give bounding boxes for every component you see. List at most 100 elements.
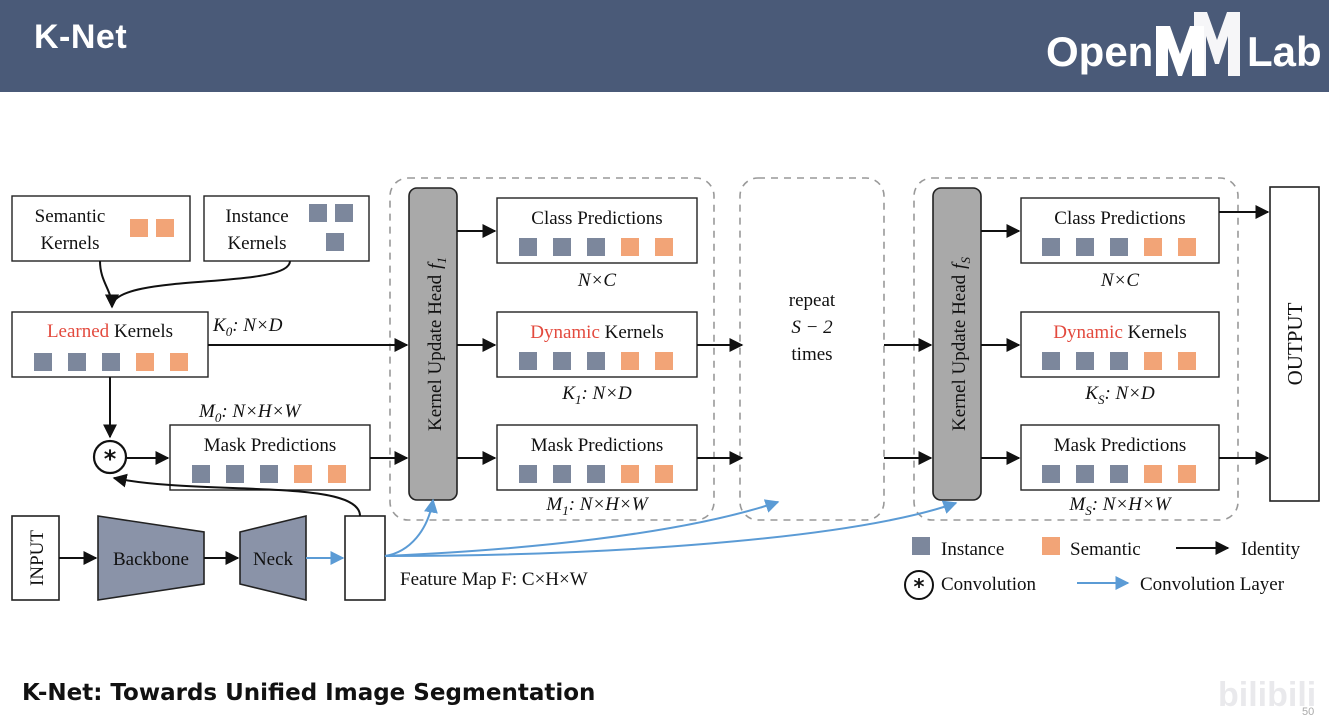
k0-label: K0: N×D — [212, 315, 283, 339]
instance-kernel-square — [1042, 238, 1060, 256]
repeat-label-3: times — [791, 344, 832, 365]
feature-to-repeat-conv-arrow — [384, 499, 780, 557]
feature-map-label: Feature Map F: C×H×W — [400, 569, 588, 590]
dynamic-kernels-box-1: Dynamic Kernels — [496, 311, 698, 378]
semantic-kernel-square — [655, 238, 673, 256]
semantic-kernel-square — [1144, 238, 1162, 256]
learned-kernel-squares — [34, 353, 188, 371]
class-predictions-label-1: Class Predictions — [531, 208, 662, 229]
legend-identity-label: Identity — [1241, 539, 1301, 560]
learned-kernels-label: Learned Kernels — [47, 321, 173, 342]
semantic-kernel-square — [655, 352, 673, 370]
semantic-kernel-square — [328, 465, 346, 483]
neck-label: Neck — [253, 549, 294, 570]
semantic-kernel-square — [621, 352, 639, 370]
feature-to-head1-conv-arrow — [384, 498, 438, 557]
bilibili-watermark: bilibili — [1218, 676, 1317, 714]
repeat-label-1: repeat — [789, 290, 836, 311]
ks-label: KS: N×D — [1084, 383, 1155, 407]
semantic-kernel-square — [130, 219, 148, 237]
semantic-kernel-square — [1178, 465, 1196, 483]
instance-kernel-square — [1076, 352, 1094, 370]
legend-instance-swatch — [912, 537, 930, 555]
dynamic-squares-1 — [519, 352, 673, 370]
semantic-kernel-square — [1178, 352, 1196, 370]
legend-convolution-label: Convolution — [941, 574, 1037, 595]
footer-paper-title: K-Net: Towards Unified Image Segmentatio… — [22, 680, 596, 706]
dynamic-kernels-box-s: Dynamic Kernels — [1020, 311, 1220, 378]
m1-label: M1: N×H×W — [545, 494, 649, 518]
dynamic-kernels-label-s: Dynamic Kernels — [1053, 322, 1187, 343]
mask-squares-s — [1042, 465, 1196, 483]
input-label: INPUT — [27, 530, 48, 586]
semantic-kernel-squares — [130, 219, 174, 237]
instance-kernel-square — [1076, 238, 1094, 256]
semantic-kernel-square — [1144, 465, 1162, 483]
output-box: OUTPUT — [1269, 186, 1320, 502]
instance-kernel-square — [1110, 352, 1128, 370]
neck-block: Neck — [239, 514, 307, 602]
class-predictions-label-s: Class Predictions — [1054, 208, 1185, 229]
ms-label: MS: N×H×W — [1068, 494, 1172, 518]
instance-kernel-square — [260, 465, 278, 483]
logo-mm-mark — [1156, 12, 1240, 76]
backbone-block: Backbone — [97, 515, 205, 601]
semantic-kernel-square — [294, 465, 312, 483]
logo-open-text: Open — [1046, 28, 1153, 75]
svg-text:Kernel Update Headf1: Kernel Update Headf1 — [425, 257, 449, 431]
dynamic-kernels-label-1: Dynamic Kernels — [530, 322, 664, 343]
instance-kernel-square — [519, 238, 537, 256]
header-bar: K-Net Open Lab — [0, 0, 1329, 92]
mask-predictions-label-s: Mask Predictions — [1054, 435, 1186, 456]
instance-kernel-square — [309, 204, 327, 222]
output-label: OUTPUT — [1283, 302, 1307, 385]
instance-kernel-square — [1042, 352, 1060, 370]
instance-kernel-square — [1042, 465, 1060, 483]
class-dims-label-s: N×C — [1100, 270, 1139, 291]
semantic-kernel-square — [621, 465, 639, 483]
update-stage-s-group — [913, 177, 1239, 521]
instance-kernel-squares-top — [309, 204, 353, 222]
feature-to-conv-arrow — [112, 473, 361, 517]
feature-map-box — [344, 515, 386, 601]
semantic-kernel-square — [156, 219, 174, 237]
knet-architecture-diagram: Semantic Kernels Instance Kernels Learne… — [11, 177, 1320, 602]
instance-kernel-square — [1076, 465, 1094, 483]
instance-kernel-square — [34, 353, 52, 371]
logo-lab-text: Lab — [1247, 28, 1322, 75]
semantic-kernels-label-2: Kernels — [40, 233, 99, 254]
instance-kernel-square — [587, 238, 605, 256]
instance-kernels-label-2: Kernels — [227, 233, 286, 254]
mask-predictions-label-1: Mask Predictions — [531, 435, 663, 456]
legend-convolution-icon: * — [904, 570, 934, 600]
semantic-to-learned-arrow — [99, 260, 119, 309]
learned-kernels-box: Learned Kernels — [11, 311, 209, 378]
mask-predictions-box-1: Mask Predictions — [496, 424, 698, 491]
k1-label: K1: N×D — [561, 383, 632, 407]
page-number: 50 — [1302, 706, 1315, 718]
instance-kernel-square — [192, 465, 210, 483]
semantic-kernel-square — [136, 353, 154, 371]
svg-text:*: * — [104, 445, 117, 473]
m0-label: M0: N×H×W — [198, 401, 302, 425]
dynamic-squares-s — [1042, 352, 1196, 370]
instance-kernel-square — [1110, 465, 1128, 483]
legend-semantic-swatch — [1042, 537, 1060, 555]
svg-text:Kernel Update HeadfS: Kernel Update HeadfS — [949, 257, 973, 431]
class-squares-s — [1042, 238, 1196, 256]
repeat-label-2: S − 2 — [791, 317, 833, 338]
instance-kernel-square — [553, 352, 571, 370]
instance-kernels-label-1: Instance — [225, 206, 288, 227]
semantic-kernel-square — [1178, 238, 1196, 256]
slide-title: K-Net — [34, 18, 128, 56]
instance-kernel-square — [587, 352, 605, 370]
legend-instance-label: Instance — [941, 539, 1004, 560]
legend-conv-layer-label: Convolution Layer — [1140, 574, 1285, 595]
instance-kernel-square — [326, 233, 344, 251]
input-box: INPUT — [11, 515, 60, 601]
instance-kernels-box: Instance Kernels — [203, 195, 370, 262]
instance-kernel-square — [226, 465, 244, 483]
instance-kernel-square — [519, 352, 537, 370]
openmmlab-logo: Open Lab — [1046, 12, 1322, 76]
feature-to-headS-conv-arrow — [384, 500, 958, 557]
